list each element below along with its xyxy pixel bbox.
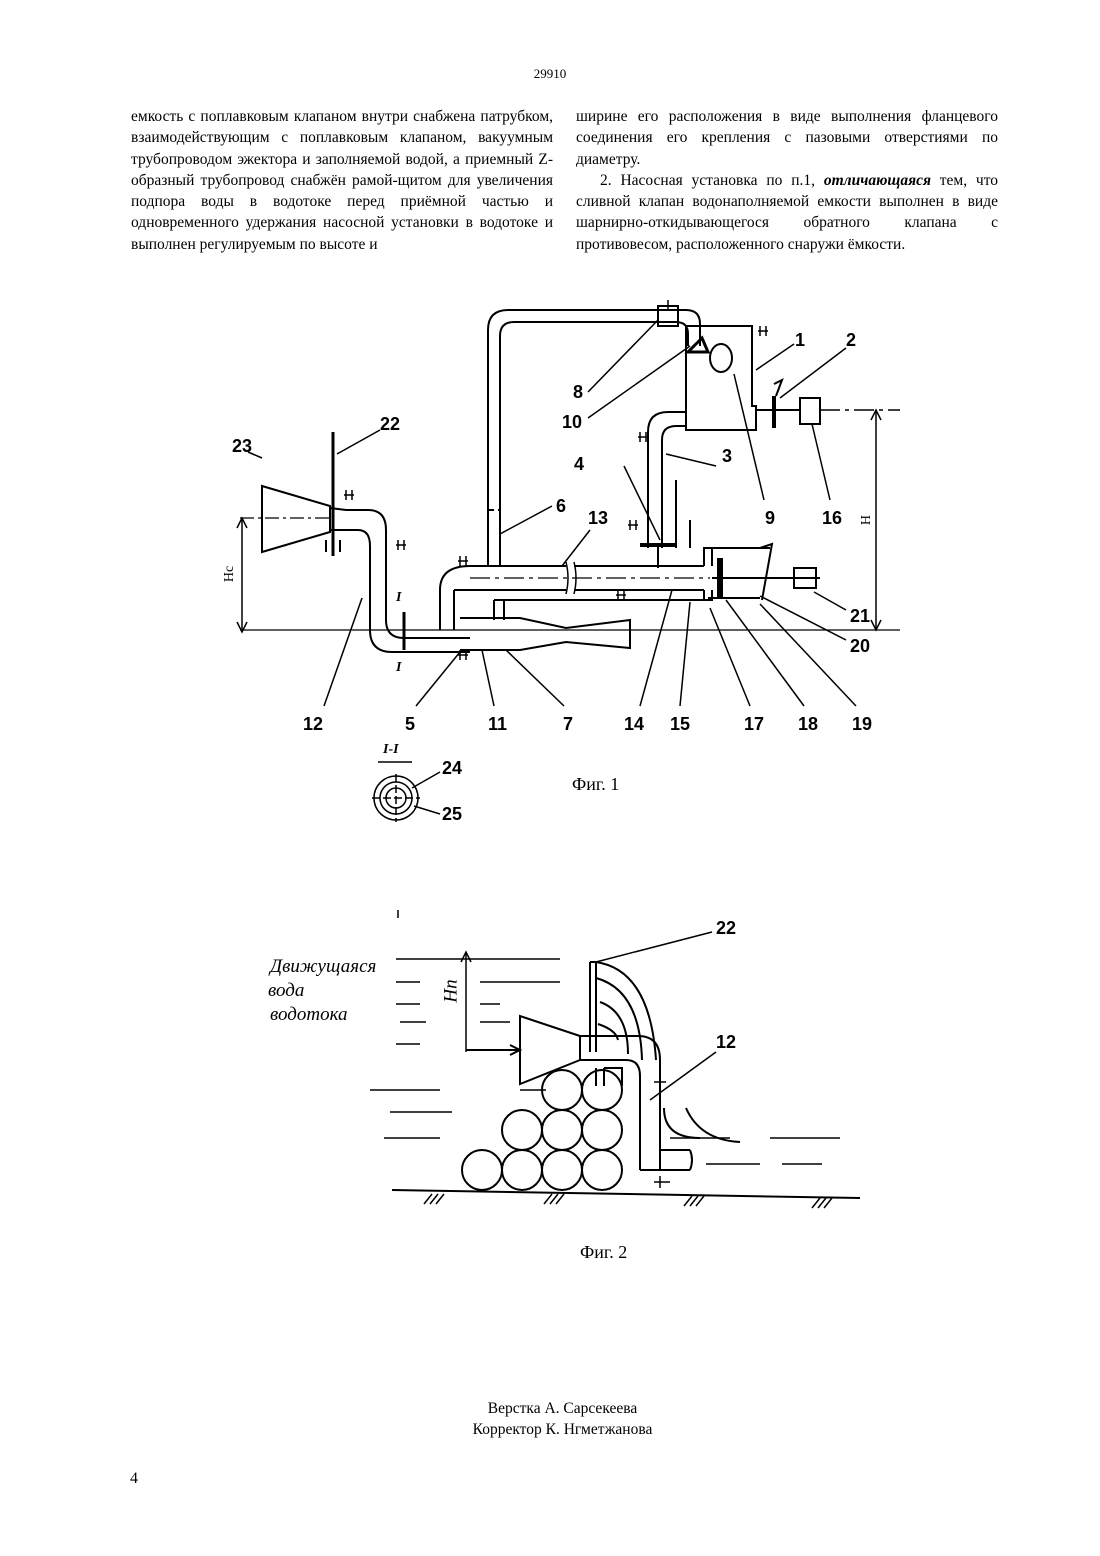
corrector-credit: Корректор К. Нгметжанова: [0, 1419, 1100, 1440]
dim-label-Hn: Hп: [441, 979, 463, 1002]
suction-pipe: [580, 1036, 660, 1170]
frame-shield: [590, 962, 596, 1052]
fig2-label-22: 22: [716, 918, 736, 939]
water-text-3: водотока: [270, 1004, 348, 1026]
page-number: 4: [130, 1470, 138, 1488]
figure-2-caption: Фиг. 2: [580, 1242, 627, 1263]
water-text-2: вода: [268, 980, 304, 1002]
layout-credit: Верстка А. Сарсекеева: [0, 1398, 1100, 1419]
water-text-1: Движущаяся: [270, 956, 376, 978]
fig2-label-12: 12: [716, 1032, 736, 1053]
stones: [462, 1070, 622, 1190]
riverbed: [392, 1190, 860, 1198]
figure-2-drawing: [0, 0, 1100, 1260]
credits: Верстка А. Сарсекеева Корректор К. Нгмет…: [0, 1398, 1100, 1440]
